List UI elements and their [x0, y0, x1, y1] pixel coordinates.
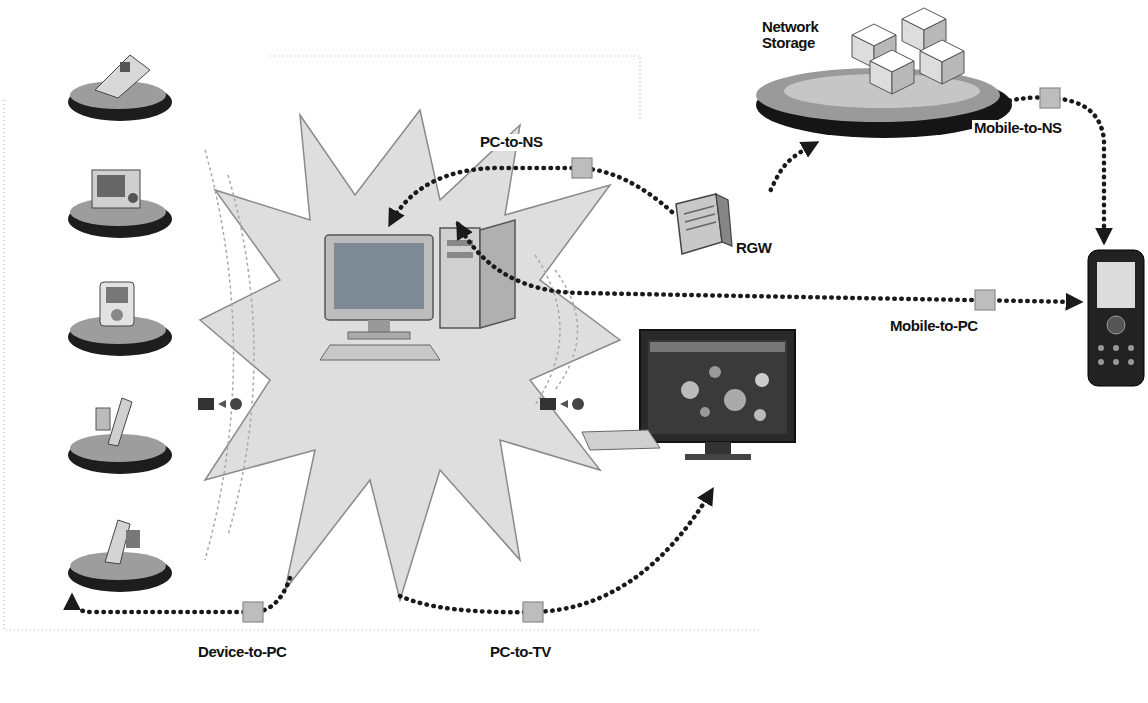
device-stack-part: [68, 55, 172, 121]
device-stack-part: [68, 282, 172, 356]
storage-cubes: [852, 8, 964, 94]
tv-screen-part: [650, 342, 785, 352]
flow-line: [72, 98, 1104, 613]
tv-screen-part: [640, 330, 795, 442]
pc-computer-part: [325, 235, 433, 320]
flow-label: PC-to-TV: [488, 644, 553, 661]
device-stack-part-part: [111, 309, 123, 321]
wireless-icon-part: [560, 400, 568, 408]
device-stack: [68, 55, 172, 592]
callout-square-part: [243, 602, 263, 622]
callout-square-part: [523, 602, 543, 622]
storage-cubes-part: [920, 51, 942, 84]
router-device-outline: [672, 190, 792, 270]
burst-shape-part: [200, 110, 620, 600]
burst-shape: [200, 110, 620, 600]
frame-lines-part: [270, 56, 640, 120]
callout-square: [243, 88, 1060, 622]
node-label: RGW: [736, 240, 771, 256]
mobile-phone-part: [1088, 250, 1144, 386]
callout-square-part: [572, 158, 592, 178]
callout-square-part: [1040, 88, 1060, 108]
pc-computer-part: [440, 228, 480, 328]
router-device: RGW: [672, 190, 792, 270]
mobile-phone-part: [1107, 316, 1125, 334]
device-stack-part-part: [128, 193, 138, 203]
tv-screen: [582, 330, 795, 460]
node-label: Network Storage: [762, 19, 840, 51]
mobile-phone-part: [1098, 359, 1104, 365]
router-device-outline-part: [676, 194, 722, 254]
mobile-phone-part: [1128, 359, 1134, 365]
pc-computer-part: [368, 320, 390, 332]
wireless-icon-part: [572, 398, 584, 410]
pc-computer-part: [480, 220, 515, 328]
mobile-phone-part: [1128, 345, 1134, 351]
flow-line-part: [390, 168, 672, 224]
wireless-arcs-part: [535, 255, 560, 405]
pc-computer-part: [334, 243, 424, 309]
pc-computer-part: [447, 252, 473, 258]
mobile-phone-part: [1098, 345, 1104, 351]
wireless-icon: [198, 398, 584, 410]
router-device-outline-part: [684, 206, 716, 230]
tv-screen-part: [755, 373, 769, 387]
mobile-phone-part: [1113, 345, 1119, 351]
tv-screen-part: [754, 409, 766, 421]
device-stack-part-part: [120, 62, 130, 72]
flow-label: Mobile-to-PC: [888, 318, 980, 335]
pc-computer-part: [348, 332, 410, 339]
mobile-phone: [1088, 250, 1144, 386]
flow-connector: [771, 143, 816, 190]
pc-computer-part: [320, 345, 440, 360]
device-stack-part: [68, 170, 172, 238]
device-stack-part-part: [100, 282, 134, 326]
device-stack-part-part: [106, 287, 128, 303]
tv-screen-part: [582, 430, 660, 450]
tv-screen-part: [648, 340, 787, 434]
wireless-arcs-part: [555, 270, 578, 390]
storage-cubes-part: [942, 51, 964, 84]
wireless-arcs-part: [228, 175, 254, 535]
tv-screen-part: [681, 381, 699, 399]
wireless-icon-part: [198, 398, 214, 410]
wireless-icon-part: [218, 400, 226, 408]
callout-square-part: [975, 290, 995, 310]
tv-screen-part: [685, 454, 751, 460]
wireless-arcs: [205, 150, 578, 560]
device-stack-part-part: [108, 398, 132, 446]
wireless-arcs-part: [205, 150, 234, 560]
tv-screen-part: [709, 366, 721, 378]
device-stack-part: [68, 520, 172, 592]
device-stack-part-part: [95, 55, 150, 98]
tv-screen-part: [705, 442, 731, 454]
device-stack-part: [68, 398, 172, 474]
device-stack-part-part: [96, 408, 110, 430]
device-stack-part-part: [92, 170, 140, 208]
tv-screen-part: [700, 407, 710, 417]
flow-label: Device-to-PC: [196, 644, 289, 661]
storage-cubes-part: [902, 19, 924, 52]
storage-cubes-part: [870, 61, 892, 94]
mobile-phone-part: [1113, 359, 1119, 365]
tv-screen-part: [724, 389, 746, 411]
flow-label: Mobile-to-NS: [972, 120, 1064, 137]
device-stack-part-part: [126, 530, 140, 548]
pc-computer: [320, 220, 515, 360]
flow-line-part: [400, 490, 712, 612]
wireless-icon-part: [230, 398, 242, 410]
wireless-icon-part: [540, 398, 556, 410]
router-device-outline-part: [716, 194, 732, 246]
mobile-phone-part: [1097, 262, 1135, 308]
flow-label: PC-to-NS: [478, 134, 545, 151]
storage-cubes-part: [892, 61, 914, 94]
device-stack-part-part: [97, 175, 125, 197]
